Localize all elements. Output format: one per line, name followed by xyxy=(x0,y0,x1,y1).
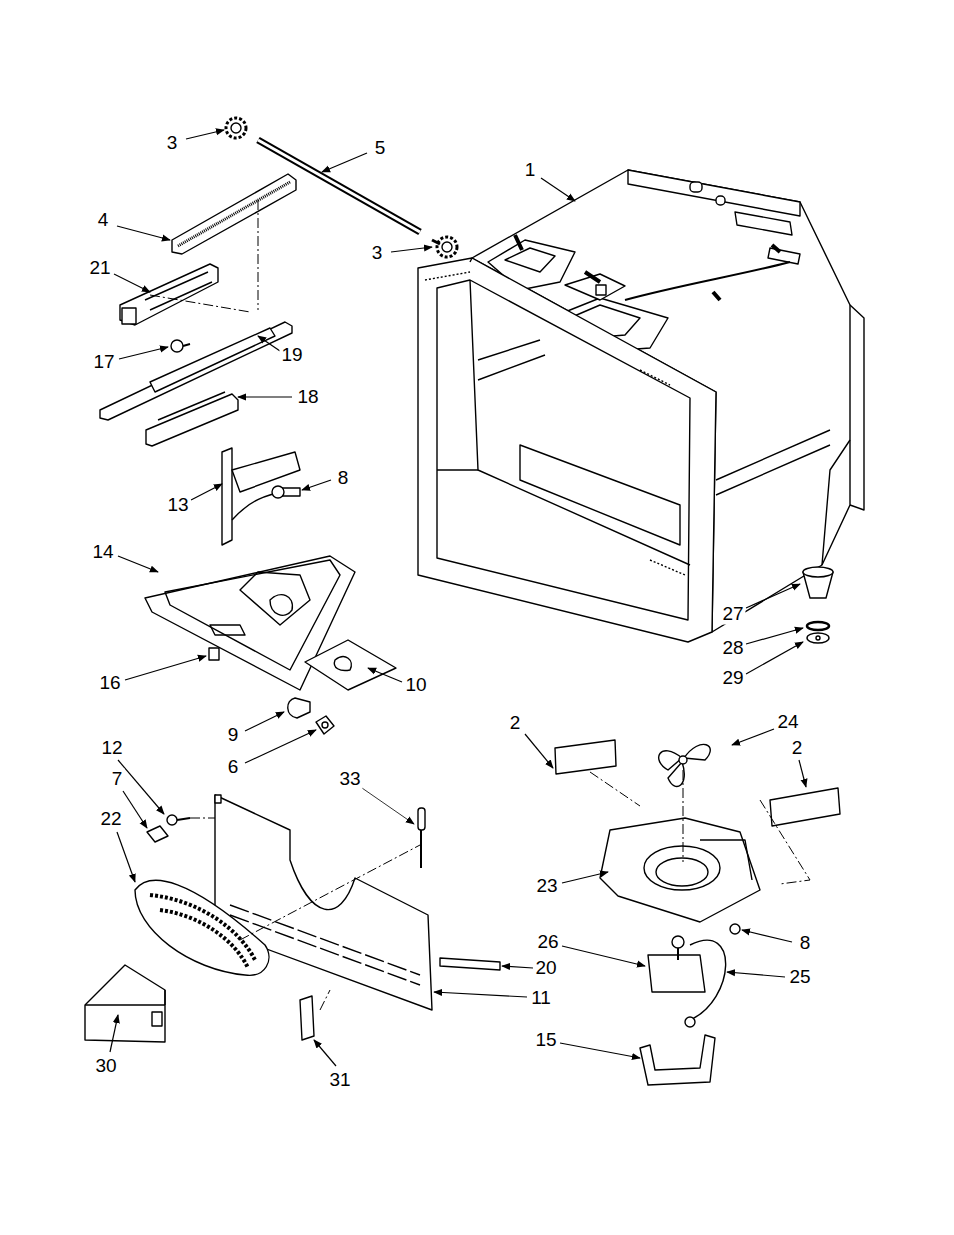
callout-number: 3 xyxy=(370,243,385,264)
callout-number: 19 xyxy=(279,345,304,366)
callout-number: 21 xyxy=(87,258,112,279)
callout-number: 30 xyxy=(93,1056,118,1077)
callout-number: 2 xyxy=(508,713,523,734)
callout-number: 13 xyxy=(165,495,190,516)
callout-number: 28 xyxy=(720,638,745,659)
callout-number: 6 xyxy=(226,757,241,778)
callout-number: 14 xyxy=(90,542,115,563)
callout-number: 29 xyxy=(720,668,745,689)
callout-number: 10 xyxy=(403,675,428,696)
callout-number: 16 xyxy=(97,673,122,694)
callout-number: 7 xyxy=(110,769,125,790)
callout-number: 4 xyxy=(96,210,111,231)
callout-number: 23 xyxy=(534,876,559,897)
callout-number: 15 xyxy=(533,1030,558,1051)
callout-number: 8 xyxy=(798,933,813,954)
callout-number: 26 xyxy=(535,932,560,953)
callout-number: 27 xyxy=(720,604,745,625)
callout-number: 18 xyxy=(295,387,320,408)
callout-number: 25 xyxy=(787,967,812,988)
callout-number: 24 xyxy=(775,712,800,733)
callout-number: 11 xyxy=(529,988,553,1009)
callout-number: 22 xyxy=(98,809,123,830)
callout-number: 1 xyxy=(523,160,538,181)
callout-number: 9 xyxy=(226,725,241,746)
callout-number: 3 xyxy=(165,133,180,154)
callout-number: 31 xyxy=(327,1070,352,1091)
callout-number: 20 xyxy=(533,958,558,979)
callout-number: 8 xyxy=(336,468,351,489)
callout-number: 12 xyxy=(99,738,124,759)
callout-number: 2 xyxy=(790,738,805,759)
callout-number: 33 xyxy=(337,769,362,790)
callout-number: 5 xyxy=(373,138,388,159)
callout-number: 17 xyxy=(91,352,116,373)
